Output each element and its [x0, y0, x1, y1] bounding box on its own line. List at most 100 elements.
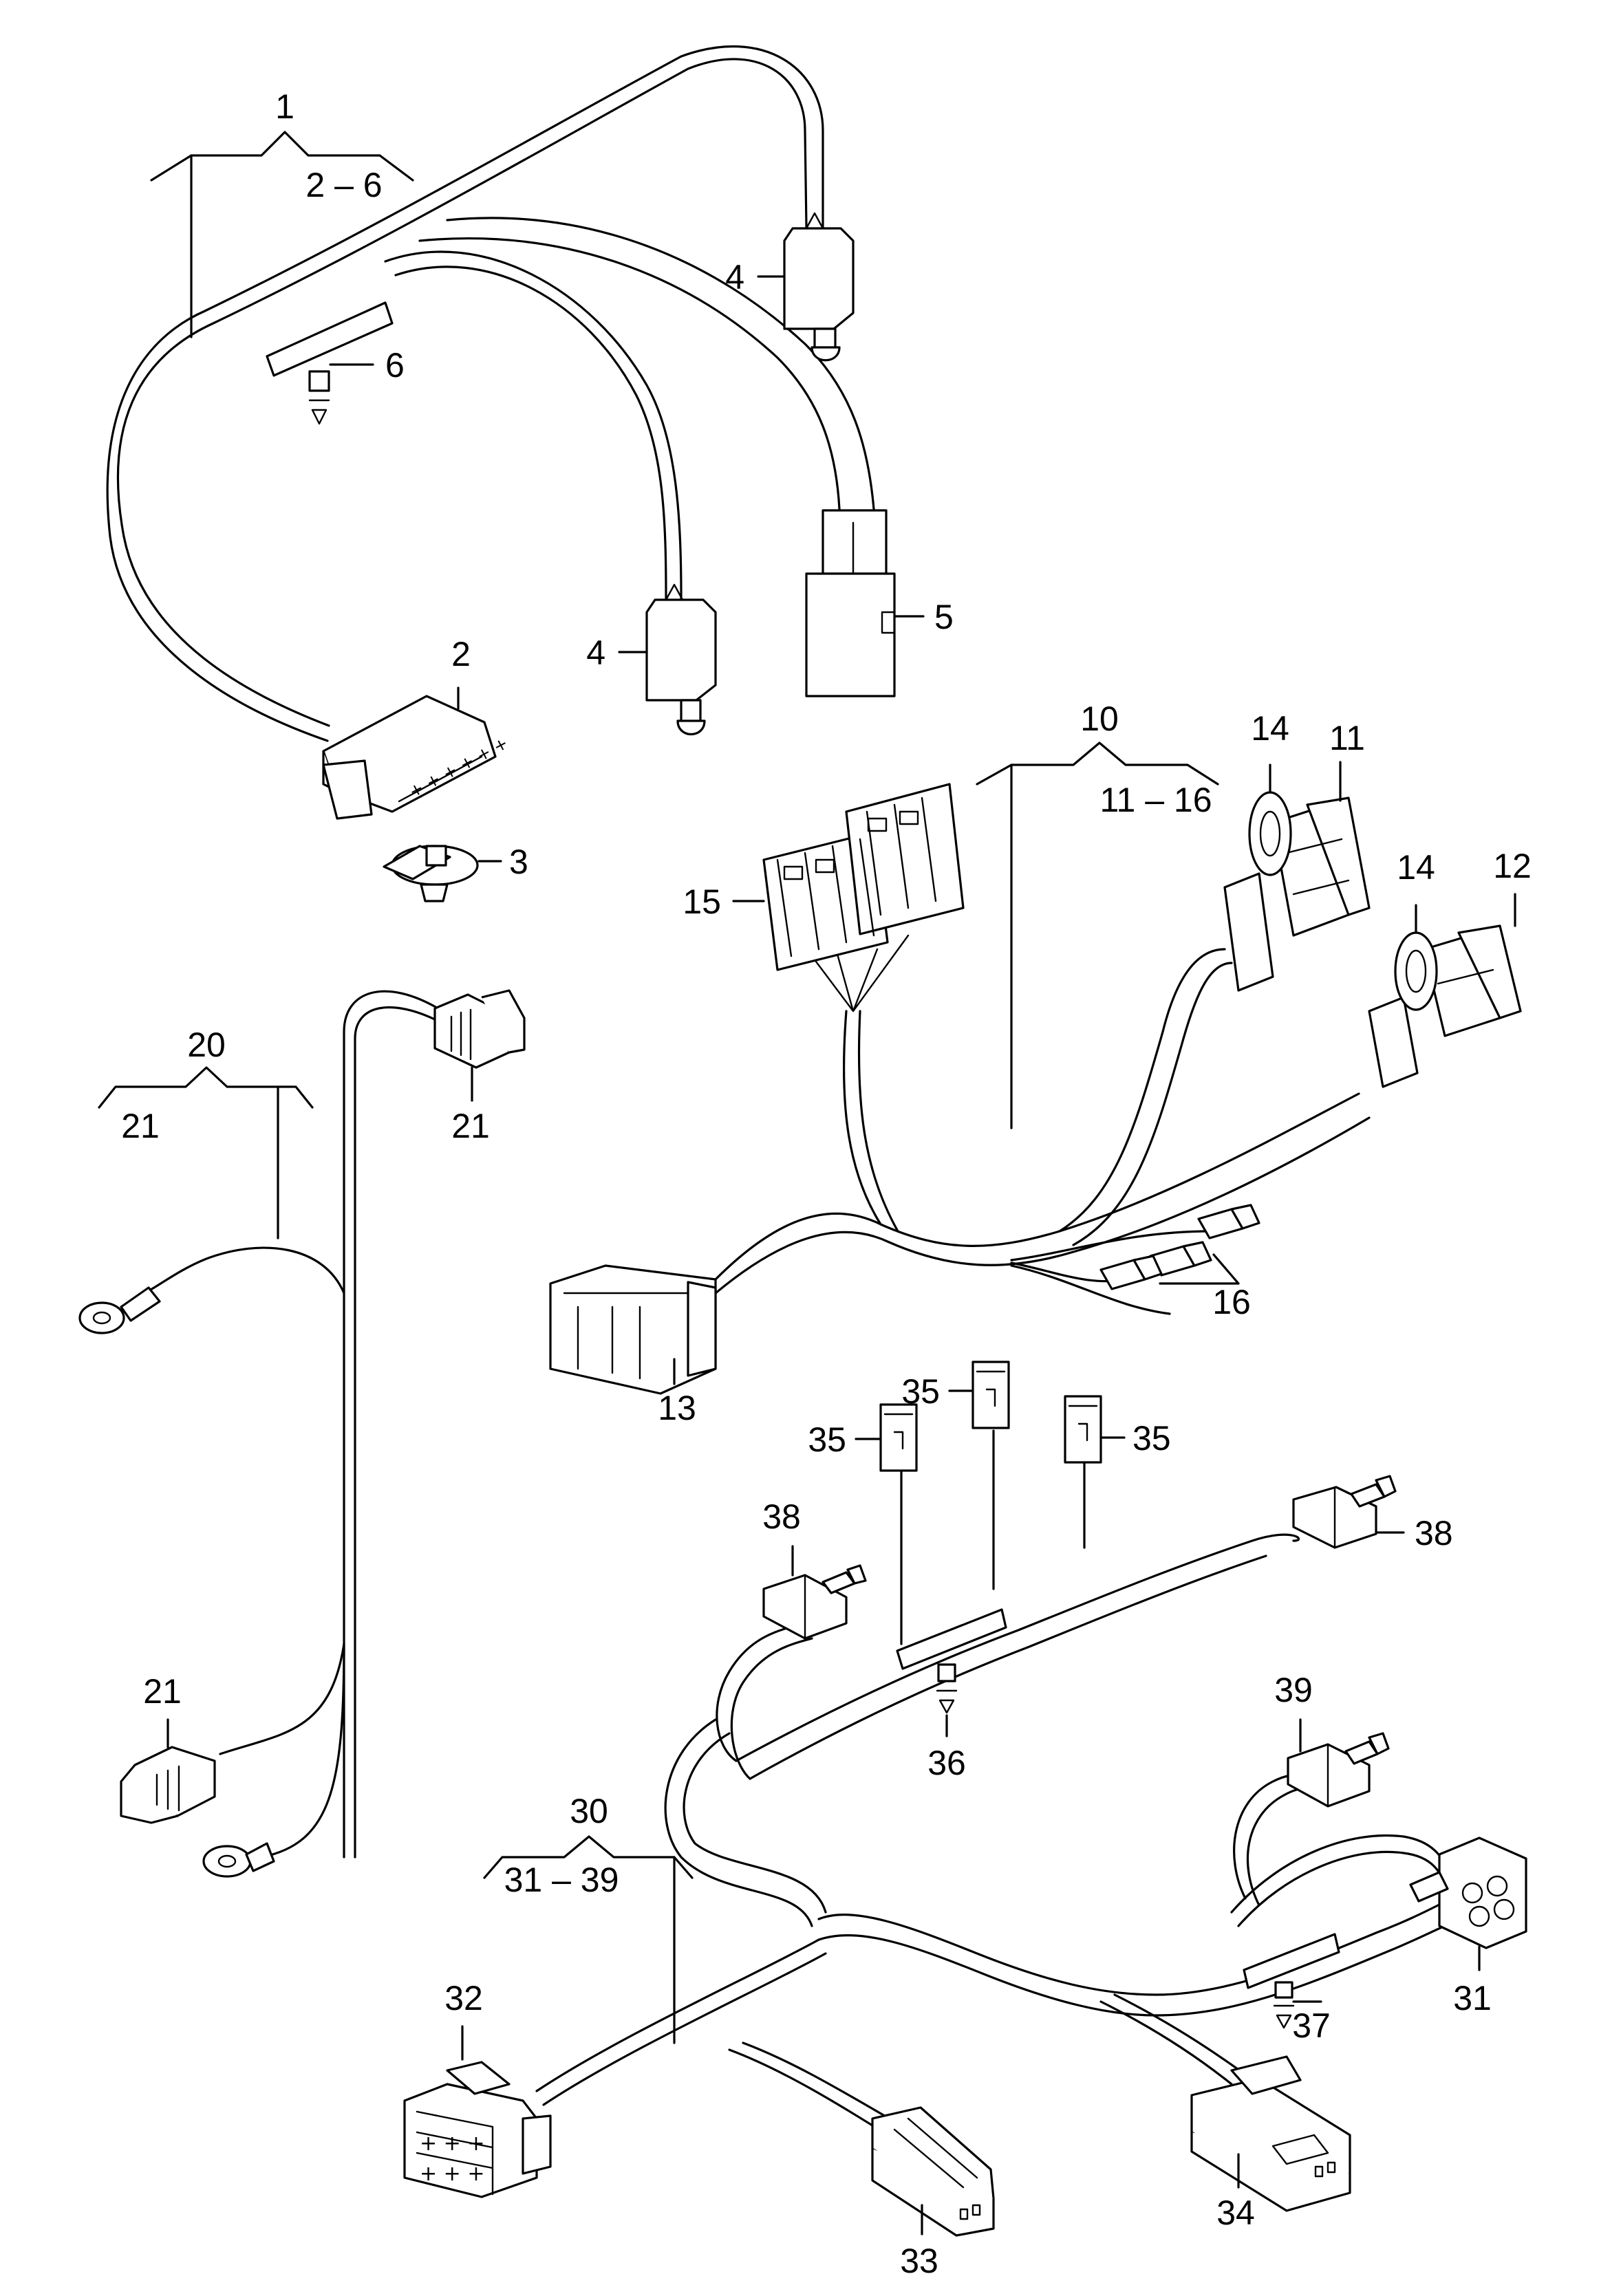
label-4-upper: 4: [725, 258, 744, 296]
wire-branch-15: [842, 1010, 882, 1226]
label-31: 31: [1453, 1979, 1492, 2017]
wire-to-32-b: [542, 1952, 827, 2106]
grommet-14-lower: [1394, 931, 1438, 1011]
wire-to-39: [1233, 1773, 1309, 1900]
wire-bottom-trunk: [817, 1896, 1460, 1996]
connector-38-right: [1292, 1475, 1397, 1549]
connector-33: [871, 2106, 995, 2237]
label-5: 5: [934, 598, 954, 636]
harness-group-1: 1 2 – 6 4 4: [106, 45, 954, 902]
group-20-number: 20: [187, 1026, 226, 1064]
connector-39: [1287, 1732, 1390, 1808]
group-10-number: 10: [1080, 700, 1119, 738]
label-35-middle: 35: [901, 1372, 940, 1411]
wire-ring-lower: [260, 1643, 345, 1859]
wire-branch-4-lower: [384, 250, 683, 600]
group-20-bracket: [98, 1066, 314, 1109]
label-36: 36: [927, 1744, 966, 1782]
label-13: 13: [658, 1389, 696, 1427]
wire-to-34-b: [1113, 1993, 1247, 2076]
clip-6: [266, 301, 394, 425]
wire-branch-15-fan: [810, 934, 910, 1012]
harness-group-30: 30 31 – 39: [403, 1361, 1527, 2280]
ring-terminal-lower: [202, 1842, 275, 1878]
wire-to-33-b: [742, 2042, 903, 2127]
group-20-range: 21: [121, 1107, 160, 1145]
wire-connector-21-lower: [219, 1643, 345, 1755]
wire-loop-30-b: [749, 1555, 1267, 1780]
svg-text:+ + +: + + +: [420, 2132, 484, 2156]
label-35-right: 35: [1132, 1419, 1171, 1458]
label-21-upper: 21: [451, 1107, 490, 1145]
grommet-3: [383, 845, 479, 902]
group-10-bracket: [976, 741, 1219, 786]
label-34: 34: [1216, 2194, 1255, 2232]
wire-branch-15-b: [857, 1010, 899, 1233]
connector-35-middle: [971, 1361, 1010, 1429]
label-3: 3: [509, 843, 528, 881]
connector-5: [805, 509, 896, 697]
wire-left-vertical: [716, 1622, 806, 1762]
wire-cable-21-b: [354, 1006, 442, 1859]
label-39: 39: [1274, 1671, 1313, 1709]
wire-left-vertical-b: [730, 1637, 813, 1780]
label-38-left: 38: [762, 1497, 801, 1536]
harness-group-20: 20 21 21: [78, 989, 526, 1878]
connector-21-lower: [120, 1746, 216, 1824]
connector-4-lower: [645, 583, 717, 736]
group-1-range: 2 – 6: [305, 166, 382, 204]
relay-block-15: [762, 783, 965, 971]
wire-ring-upper: [143, 1246, 345, 1295]
label-37: 37: [1292, 2006, 1331, 2045]
wire-branch-11: [1058, 948, 1226, 1233]
label-11: 11: [1329, 719, 1365, 757]
connector-32: + + + + + +: [403, 2061, 552, 2198]
wire-branch-16-b: [1010, 1264, 1171, 1315]
svg-text:+ + +: + + +: [420, 2162, 484, 2186]
wire-branch-5: [418, 237, 841, 510]
wire-left-loop: [683, 1732, 827, 1914]
wire-bottom-trunk-b: [817, 1916, 1474, 2017]
wire-trunk-10-b: [714, 1116, 1371, 1295]
label-2: 2: [451, 635, 471, 673]
leader-16: [1159, 1253, 1240, 1285]
label-4-lower: 4: [586, 633, 605, 672]
wire-to-33: [728, 2048, 896, 2141]
connector-21-upper: [433, 989, 526, 1069]
connector-34: [1190, 2055, 1351, 2212]
wire-cable-21: [343, 990, 442, 1859]
clip-36: [896, 1608, 1007, 1714]
label-35-left: 35: [808, 1420, 846, 1459]
connector-13: [549, 1264, 717, 1395]
label-21-lower: 21: [143, 1672, 182, 1711]
label-12: 12: [1493, 847, 1532, 885]
connector-31: [1409, 1837, 1527, 1949]
label-33: 33: [900, 2242, 938, 2280]
connector-35-right: [1064, 1395, 1102, 1464]
group-30-number: 30: [570, 1792, 608, 1830]
wire-to-34: [1099, 2000, 1233, 2086]
clip-37: [1243, 1933, 1340, 2029]
group-1-number: 1: [275, 87, 294, 126]
label-14-lower: 14: [1397, 848, 1435, 887]
group-10-range: 11 – 16: [1099, 781, 1212, 819]
wire-outer-loop-inner: [106, 45, 824, 742]
wire-to-32: [535, 1938, 820, 2092]
wire-left-loop-b: [664, 1718, 813, 1927]
wire-trunk-10: [714, 1092, 1360, 1281]
label-14-upper: 14: [1251, 709, 1289, 748]
connector-11: [1223, 797, 1371, 992]
label-38-right: 38: [1415, 1514, 1453, 1552]
wire-branch-16: [1010, 1230, 1212, 1261]
label-15: 15: [683, 882, 721, 921]
connector-12: [1368, 924, 1522, 1088]
connector-38-left: [762, 1564, 867, 1640]
connectors-16: [1099, 1204, 1260, 1290]
connector-35-left: [879, 1403, 918, 1472]
wire-loop-30: [735, 1533, 1300, 1762]
harness-group-10: 10 11 – 16 13: [549, 700, 1532, 1427]
label-6: 6: [385, 346, 405, 385]
wire-outer-loop: [116, 58, 808, 727]
connector-4-upper: [783, 212, 855, 362]
